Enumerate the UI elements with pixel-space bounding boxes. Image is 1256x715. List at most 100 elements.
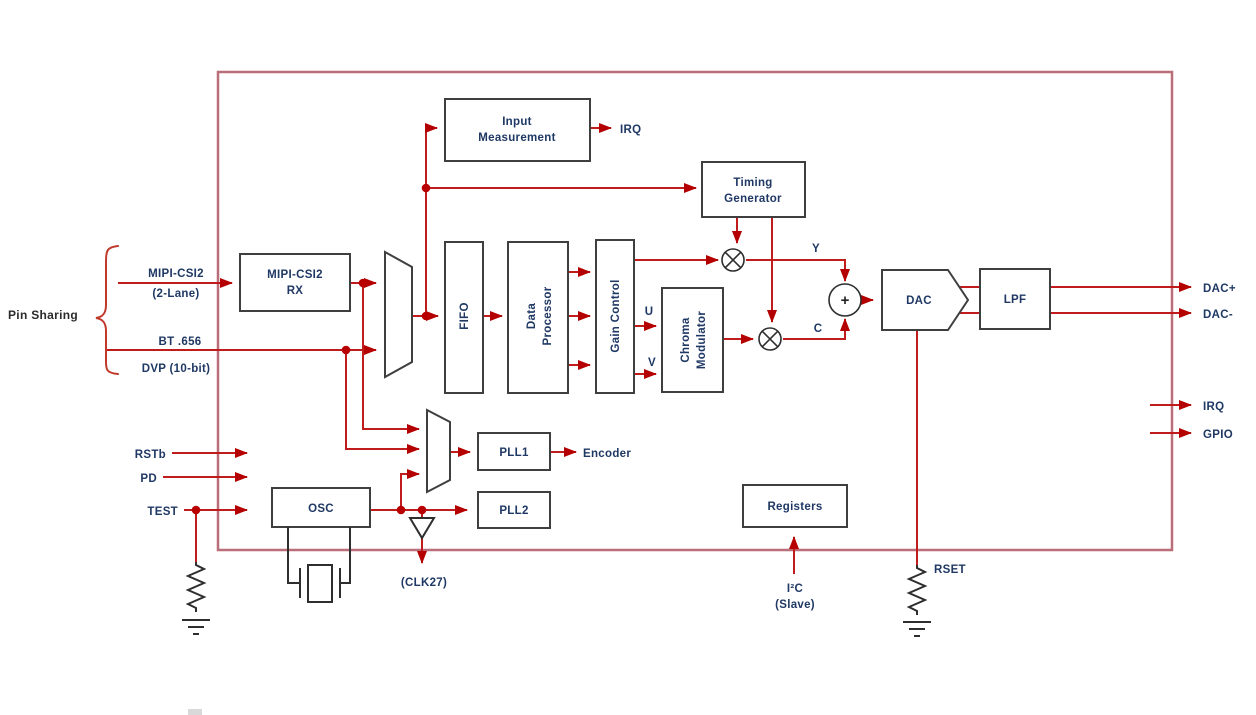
junction-dot: [421, 183, 431, 193]
pll2-block: PLL2: [477, 491, 551, 529]
data-processor-label-1: Data: [526, 303, 538, 329]
pin-sharing-brace-icon: [95, 245, 119, 375]
dvp-label: DVP (10-bit): [142, 363, 211, 375]
y-signal-label: Y: [812, 243, 820, 255]
crystal-icon: [287, 527, 351, 603]
input-mux-icon: [384, 250, 413, 379]
u-signal-label: U: [645, 306, 654, 318]
timing-generator-block: Timing Generator: [701, 161, 806, 218]
ground-icon: [903, 621, 931, 637]
registers-block: Registers: [742, 484, 848, 528]
data-processor-block: Data Processor: [507, 241, 569, 394]
junction-dot: [358, 278, 368, 288]
pll2-box: [477, 491, 551, 529]
clock-buffer-icon: [408, 517, 436, 540]
lpf-block: LPF: [979, 268, 1051, 330]
timing-generator-label-2: Generator: [724, 193, 782, 205]
resistor-zigzag: [185, 562, 207, 612]
osc-label: OSC: [308, 503, 334, 515]
input-measurement-label-2: Measurement: [478, 132, 555, 144]
mipi-rx-block: MIPI-CSI2 RX: [239, 253, 351, 312]
dac-box: [881, 269, 970, 331]
test-resistor-icon: [182, 562, 210, 635]
timing-generator-label-1: Timing: [733, 177, 772, 189]
irq-measurement-label: IRQ: [620, 124, 641, 136]
data-processor-box: [507, 241, 569, 394]
v-signal-label: V: [648, 357, 656, 369]
mipi-rx-box: [239, 253, 351, 312]
dac-block: DAC: [881, 269, 970, 331]
mipi-rx-label-2: RX: [287, 285, 304, 297]
chip-boundary: [216, 70, 1174, 552]
clock-mux-icon: [426, 408, 451, 494]
mipi-2lane-label: (2-Lane): [152, 288, 199, 300]
multiplier-cross: [724, 251, 742, 269]
fifo-label: FIFO: [459, 302, 471, 329]
chroma-modulator-label-2: Modulator: [696, 311, 708, 369]
lpf-box: [979, 268, 1051, 330]
rset-label: RSET: [934, 564, 966, 576]
fifo-block: FIFO: [444, 241, 484, 394]
wire-bt-to-clkmux: [345, 350, 420, 454]
i2c-label: I²C: [787, 583, 803, 595]
crystal-body: [307, 564, 333, 603]
ground-icon: [182, 619, 210, 635]
i2c-slave-label: (Slave): [775, 599, 815, 611]
adder-circle: [828, 283, 862, 317]
osc-box: [271, 487, 371, 528]
mipi-csi2-label: MIPI-CSI2: [148, 268, 204, 280]
junction-dots: [191, 183, 431, 515]
junction-dot: [421, 311, 431, 321]
page-artifact: [188, 709, 202, 715]
wire-osc-to-clkmux: [400, 469, 420, 510]
junction-dot: [341, 345, 351, 355]
dac-plus-label: DAC+: [1203, 283, 1236, 295]
gain-control-box: [595, 239, 635, 394]
dac-minus-label: DAC-: [1203, 309, 1233, 321]
multiplier-cross: [761, 330, 779, 348]
lpf-label: LPF: [1004, 294, 1027, 306]
data-processor-label-2: Processor: [542, 286, 554, 345]
adder-icon: +: [828, 283, 862, 317]
chroma-modulator-block: Chroma Modulator: [661, 287, 724, 393]
wire-y-to-adder: [746, 259, 850, 282]
rset-resistor-icon: [903, 565, 931, 637]
chroma-modulator-label-1: Chroma: [680, 317, 692, 363]
junction-dot: [396, 505, 406, 515]
pd-label: PD: [140, 473, 157, 485]
adder-plus-label: +: [841, 292, 850, 309]
input-measurement-label-1: Input: [502, 116, 532, 128]
wire-riser-to-measurement: [425, 123, 438, 316]
rstb-label: RSTb: [135, 449, 166, 461]
timing-generator-box: [701, 161, 806, 218]
test-label: TEST: [147, 506, 178, 518]
wire-rx-to-clkmux: [362, 283, 420, 434]
junction-dot: [417, 505, 427, 515]
pll1-block: PLL1: [477, 432, 551, 471]
osc-block: OSC: [271, 487, 371, 528]
registers-box: [742, 484, 848, 528]
gain-control-block: Gain Control: [595, 239, 635, 394]
input-measurement-block: Input Measurement: [444, 98, 591, 162]
mipi-rx-label-1: MIPI-CSI2: [267, 269, 323, 281]
multiplier-icon: [758, 327, 782, 351]
encoder-label: Encoder: [583, 448, 631, 460]
clk27-label: (CLK27): [401, 577, 447, 589]
signal-wires: [105, 123, 1192, 574]
crystal-leg: [287, 527, 300, 584]
gpio-out-label: GPIO: [1203, 429, 1233, 441]
gain-control-label: Gain Control: [610, 279, 622, 352]
dac-label: DAC: [906, 295, 932, 307]
junction-dot: [191, 505, 201, 515]
pll1-box: [477, 432, 551, 471]
bt656-label: BT .656: [158, 336, 201, 348]
multiplier-icon: [721, 248, 745, 272]
irq-out-label: IRQ: [1203, 401, 1224, 413]
crystal-plates: [299, 568, 341, 598]
registers-label: Registers: [767, 501, 822, 513]
c-signal-label: C: [814, 323, 823, 335]
chroma-modulator-box: [661, 287, 724, 393]
resistor-zigzag: [906, 565, 928, 615]
